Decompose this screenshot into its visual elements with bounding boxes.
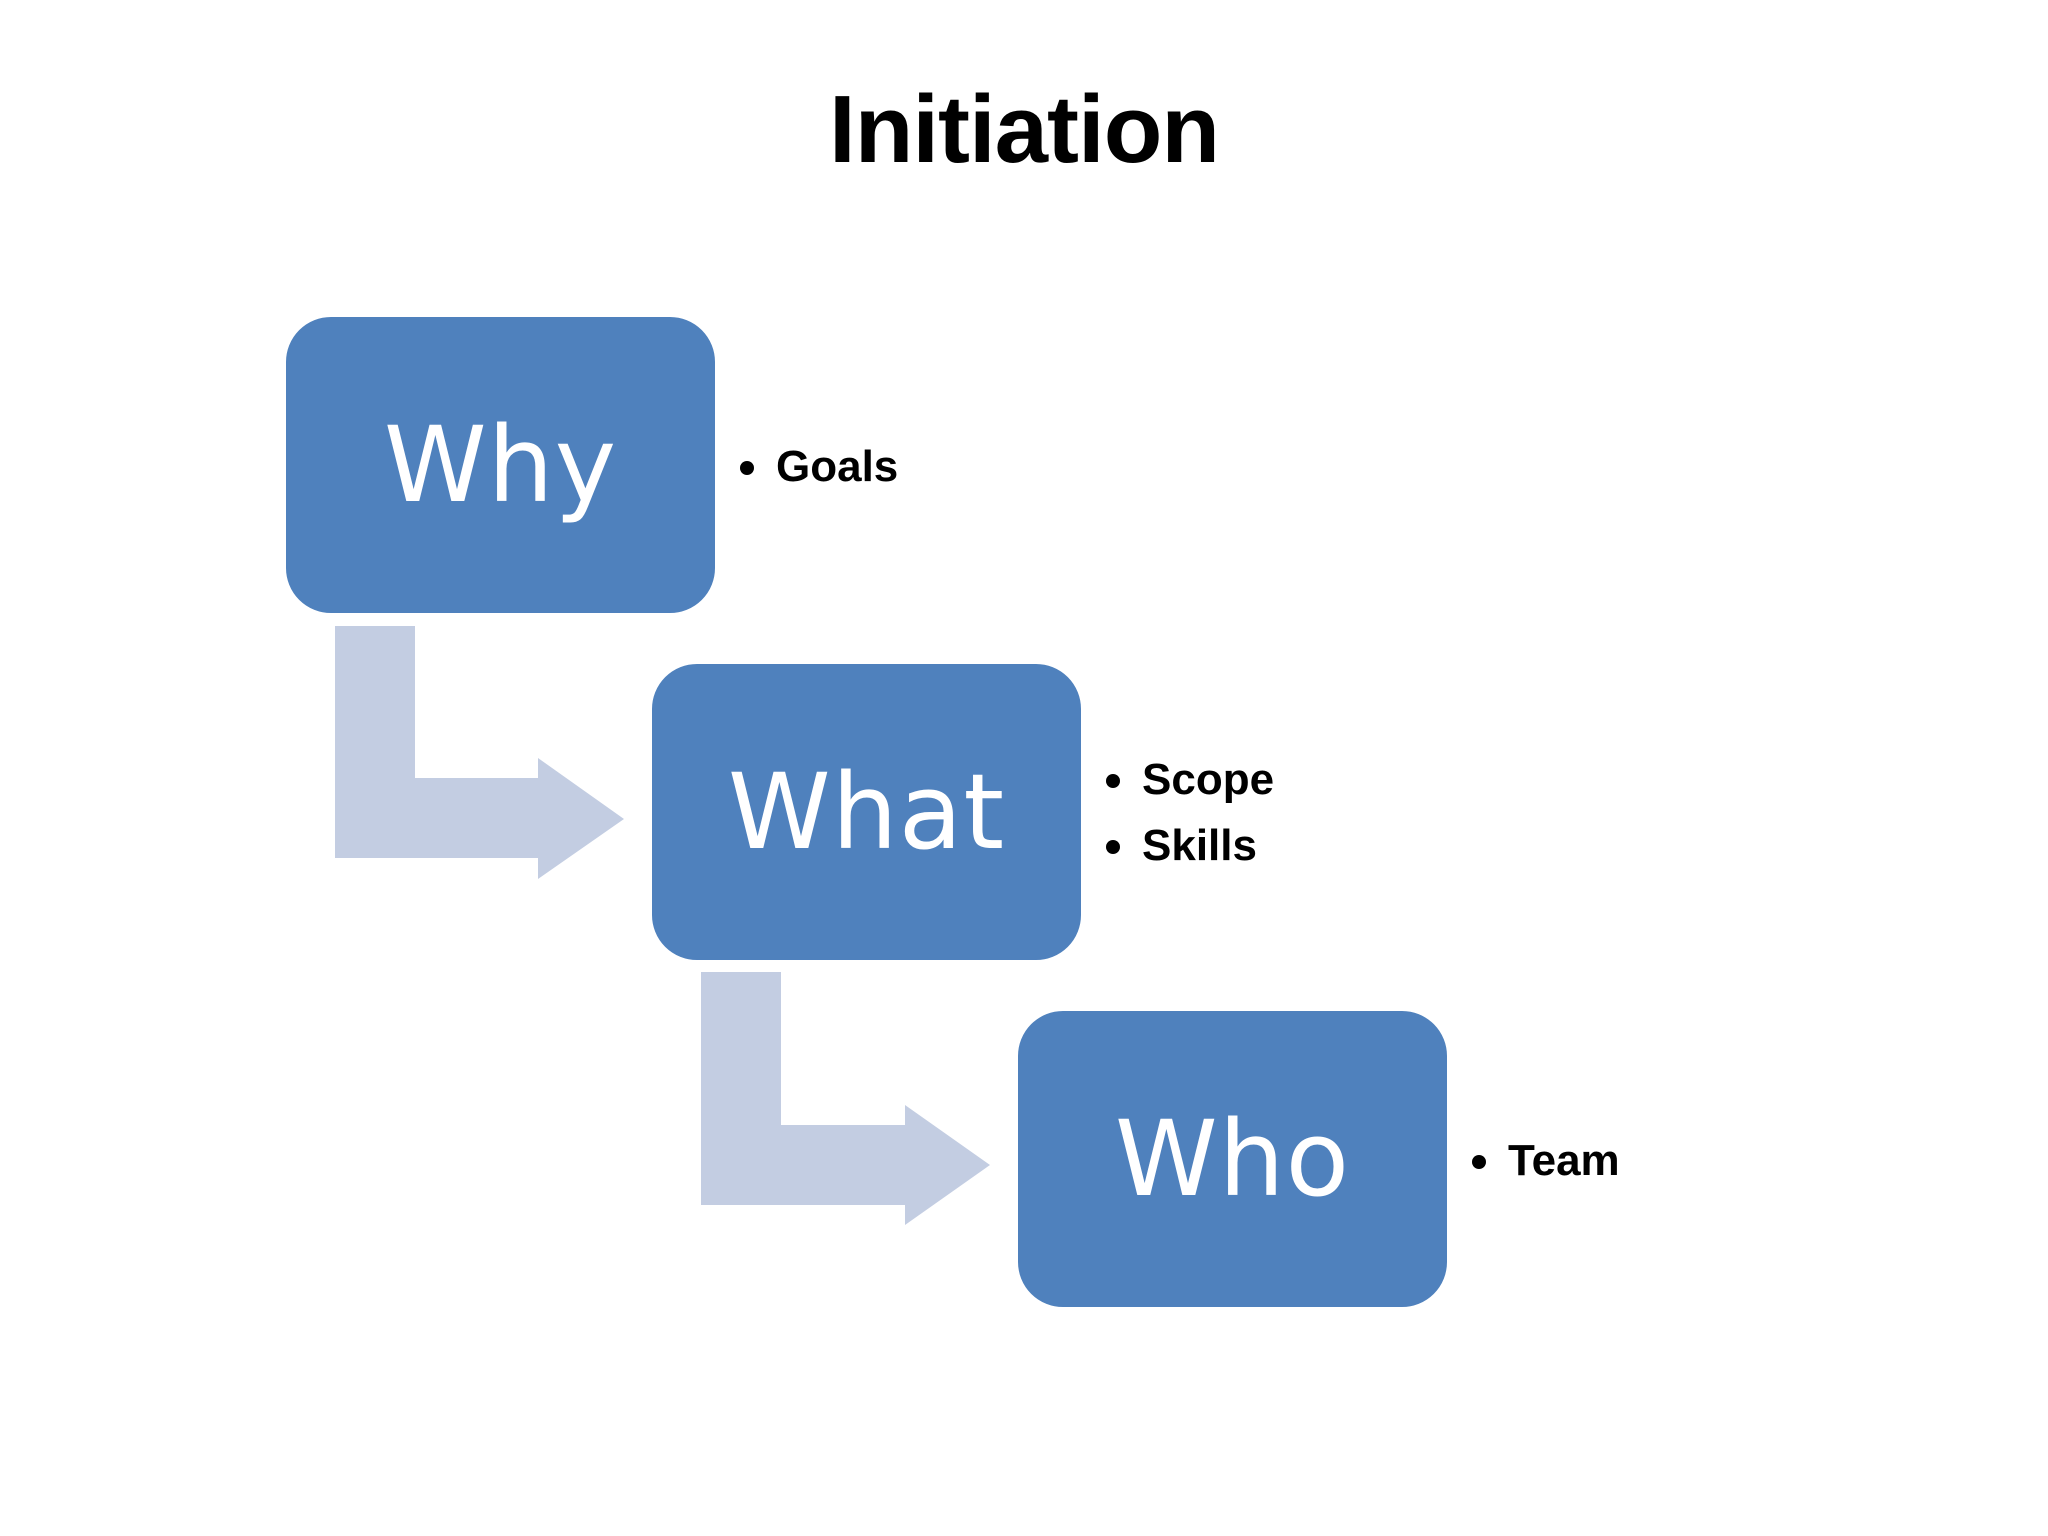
- bullet-item-skills: Skills: [1106, 813, 1274, 879]
- bullet-text-skills: Skills: [1142, 821, 1257, 870]
- step-box-who: Who: [1015, 1008, 1450, 1310]
- bullet-text-scope: Scope: [1142, 755, 1275, 804]
- bullet-list-why: Goals: [740, 434, 898, 500]
- step-label-why: Why: [383, 404, 618, 526]
- bullet-dot: [1472, 1155, 1486, 1169]
- slide-title: Initiation: [829, 76, 1220, 183]
- bullet-text-goals: Goals: [776, 442, 899, 491]
- step-box-what: What: [649, 661, 1084, 963]
- step-label-who: Who: [1114, 1098, 1351, 1220]
- bullet-dot: [1106, 774, 1120, 788]
- bullet-item-scope: Scope: [1106, 747, 1274, 813]
- step-box-why: Why: [283, 314, 718, 616]
- step-label-what: What: [727, 751, 1006, 873]
- bullet-dot: [1106, 840, 1120, 854]
- bullet-dot: [740, 461, 754, 475]
- bullet-list-what: Scope Skills: [1106, 747, 1274, 879]
- bullet-item-team: Team: [1472, 1128, 1620, 1194]
- bullet-list-who: Team: [1472, 1128, 1620, 1194]
- bullet-text-team: Team: [1508, 1136, 1620, 1185]
- bullet-item-goals: Goals: [740, 434, 898, 500]
